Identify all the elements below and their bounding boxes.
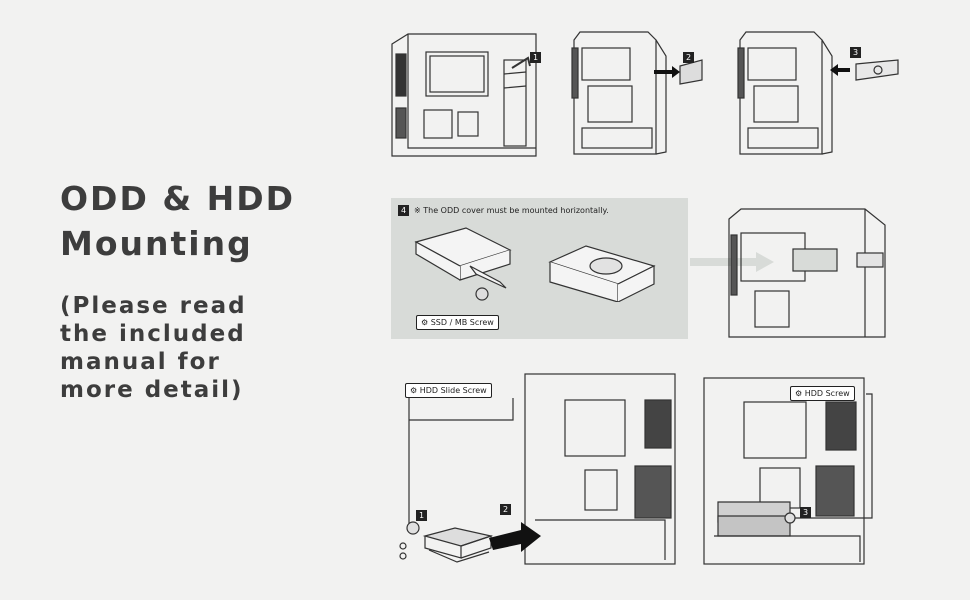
ssd-mb-screw-label: ⚙ SSD / MB Screw bbox=[416, 315, 499, 330]
step-badge-2: 2 bbox=[683, 52, 694, 63]
subheading-line2: the included bbox=[60, 321, 246, 347]
case-drawing-3 bbox=[737, 31, 899, 155]
hdd-screw-label: ⚙ HDD Screw bbox=[790, 386, 855, 401]
subheading: (Please read the included manual for mor… bbox=[60, 292, 247, 404]
hdd-slide-screw-label: ⚙ HDD Slide Screw bbox=[405, 383, 492, 398]
heading-line2: Mounting bbox=[60, 224, 253, 263]
subheading-line3: manual for bbox=[60, 349, 221, 375]
hdd-slide-drawing bbox=[399, 373, 676, 565]
hdd-slide-screw-text: HDD Slide Screw bbox=[419, 386, 487, 395]
screw-icon: ⚙ bbox=[410, 386, 418, 395]
step-badge-3: 3 bbox=[850, 47, 861, 58]
odd-installed-illustration bbox=[725, 205, 895, 341]
case-drawing-2 bbox=[571, 31, 703, 155]
odd-step2-illustration bbox=[568, 28, 708, 160]
screw-icon: ⚙ bbox=[421, 318, 429, 327]
screw-icon: ⚙ bbox=[795, 389, 803, 398]
heading-line1: ODD & HDD bbox=[60, 179, 295, 218]
subheading-line1: (Please read bbox=[60, 293, 247, 319]
heading: ODD & HDD Mounting bbox=[60, 176, 295, 266]
hdd-step-badge-3: 3 bbox=[800, 507, 811, 518]
step-badge-1: 1 bbox=[530, 52, 541, 63]
hdd-screw-illustration bbox=[700, 372, 880, 568]
hdd-slide-illustration bbox=[395, 370, 685, 570]
case-drawing-1 bbox=[391, 33, 537, 157]
odd-cover-note: ※ The ODD cover must be mounted horizont… bbox=[414, 206, 609, 215]
odd-bracket-illustration bbox=[410, 222, 670, 302]
hdd-step-badge-2: 2 bbox=[500, 504, 511, 515]
hdd-step-badge-1: 1 bbox=[416, 510, 427, 521]
ssd-mb-screw-text: SSD / MB Screw bbox=[430, 318, 494, 327]
odd-step3-illustration bbox=[734, 28, 904, 160]
step-badge-4: 4 bbox=[398, 205, 409, 216]
odd-bracket-drawing bbox=[414, 227, 656, 302]
hdd-screw-text: HDD Screw bbox=[804, 389, 850, 398]
case-drawing-4 bbox=[728, 208, 886, 338]
hdd-screw-drawing bbox=[703, 377, 873, 565]
odd-step1-illustration bbox=[388, 28, 548, 160]
subheading-line4: more detail) bbox=[60, 377, 244, 403]
